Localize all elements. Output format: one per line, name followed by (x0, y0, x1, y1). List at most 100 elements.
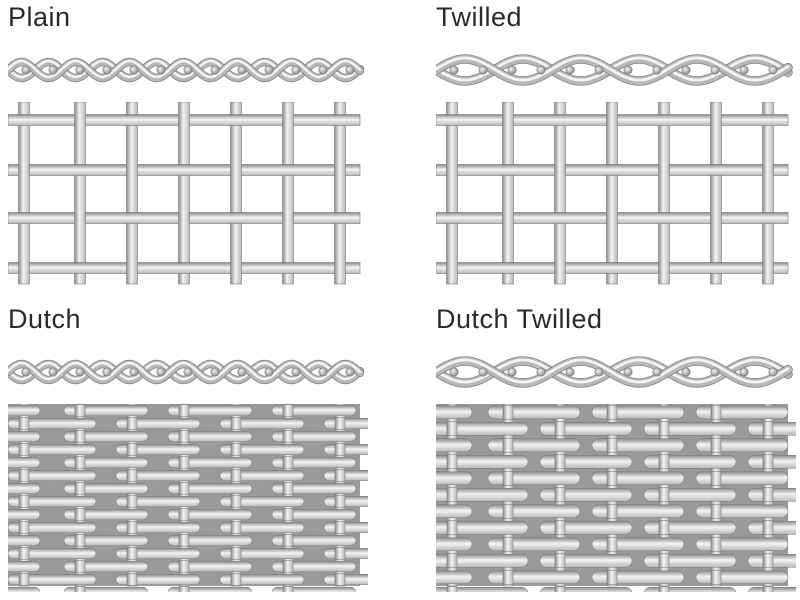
weft-wire (8, 404, 41, 417)
cross-section-diagram (8, 359, 365, 385)
wire-section-dot (345, 65, 355, 75)
weft-wire (643, 421, 737, 436)
warp-wire-crossing (334, 495, 346, 508)
weft-wire (591, 537, 685, 552)
weft-wire (709, 262, 723, 274)
warp-wire-crossing (282, 456, 294, 469)
weft-wire (8, 495, 97, 508)
warp-wire-crossing (282, 430, 294, 443)
warp-wire-crossing (74, 534, 86, 547)
warp-wire-crossing (710, 437, 722, 453)
weft-wire (591, 438, 685, 453)
warp-wire-crossing (446, 586, 458, 592)
weft-wire (605, 262, 619, 274)
weft-wire (695, 537, 789, 552)
warp-wire-crossing (282, 404, 294, 417)
warp-wire-crossing (658, 553, 670, 569)
wire-section-dot (237, 367, 247, 377)
wire-section-dot (75, 65, 85, 75)
mesh-weave-diagram (8, 102, 361, 285)
weft-wire (8, 534, 41, 547)
weft-wire (591, 405, 685, 420)
warp-wire-crossing (18, 547, 30, 560)
wire-section-dot (594, 65, 604, 75)
warp-wire-crossing (554, 421, 566, 437)
weft-wire (436, 421, 529, 436)
wire-section-dot (210, 65, 220, 75)
warp-wire (282, 102, 294, 285)
warp-wire (334, 102, 346, 285)
warp-wire-crossing (282, 586, 294, 592)
weft-wire (8, 417, 97, 430)
wire-section-dot (318, 65, 328, 75)
wire-section-dot (48, 65, 58, 75)
wire-section-dot (681, 367, 691, 377)
weft-wire (281, 262, 295, 274)
warp-wire-crossing (126, 521, 138, 534)
wire-section-dot (156, 367, 166, 377)
weft-wire (323, 495, 368, 508)
weft-wire (8, 547, 97, 560)
wire-section-dot (623, 65, 633, 75)
wire-section-dot (264, 367, 274, 377)
weft-wire (591, 471, 685, 486)
wire-section-dot (594, 367, 604, 377)
wire-section-dot (449, 65, 459, 75)
warp-wire (230, 404, 242, 587)
weft-wire (695, 471, 789, 486)
weft-wire (333, 212, 347, 224)
warp-wire-crossing (74, 456, 86, 469)
panel-twilled: Twilled (436, 0, 796, 290)
warp-wire-crossing (554, 487, 566, 503)
warp-wire (126, 102, 138, 285)
warp-wire-crossing (18, 521, 30, 534)
weft-wire (436, 520, 529, 535)
warp-wire (762, 102, 774, 285)
warp-wire-crossing (710, 470, 722, 486)
warp-wire-crossing (178, 560, 190, 573)
wire-section-dot (237, 65, 247, 75)
cross-section-diagram (8, 57, 365, 83)
warp-wire-crossing (606, 536, 618, 552)
cross-section-diagram (436, 356, 793, 388)
warp-wire-crossing (18, 469, 30, 482)
warp-wire-crossing (74, 586, 86, 592)
warp-wire-crossing (502, 437, 514, 453)
warp-wire-crossing (74, 430, 86, 443)
wire-section-dot (739, 65, 749, 75)
weft-wire (553, 212, 567, 224)
weft-wire (695, 438, 789, 453)
wire-section-dot (652, 367, 662, 377)
weft-wire (695, 405, 789, 420)
warp-wire-crossing (762, 586, 774, 592)
weft-wire (17, 212, 31, 224)
warp-wire-crossing (710, 404, 722, 420)
warp-wire-crossing (230, 547, 242, 560)
weft-wire (8, 586, 41, 592)
weft-wire (73, 262, 87, 274)
warp-wire-crossing (606, 470, 618, 486)
warp-wire (178, 102, 190, 285)
warp-wire (18, 102, 30, 285)
weft-wire (8, 508, 41, 521)
warp-wire (74, 404, 86, 587)
weft-wire (445, 114, 459, 126)
warp-wire-crossing (178, 534, 190, 547)
warp-wire (502, 102, 514, 285)
wire-section-dot (183, 367, 193, 377)
weft-wire (591, 570, 685, 585)
weft-wire (553, 114, 567, 126)
weft-wire (436, 405, 473, 420)
warp-wire-crossing (606, 569, 618, 585)
warp-wire-crossing (502, 536, 514, 552)
panel-dutch-twilled: Dutch Twilled (436, 302, 796, 592)
warp-wire-crossing (658, 421, 670, 437)
warp-wire-crossing (178, 508, 190, 521)
warp-wire-crossing (446, 487, 458, 503)
warp-wire-crossing (554, 586, 566, 592)
warp-wire-crossing (230, 417, 242, 430)
wire-section-dot (652, 65, 662, 75)
wire-section-dot (210, 367, 220, 377)
panel-plain: Plain (8, 0, 368, 290)
warp-wire-crossing (126, 573, 138, 586)
